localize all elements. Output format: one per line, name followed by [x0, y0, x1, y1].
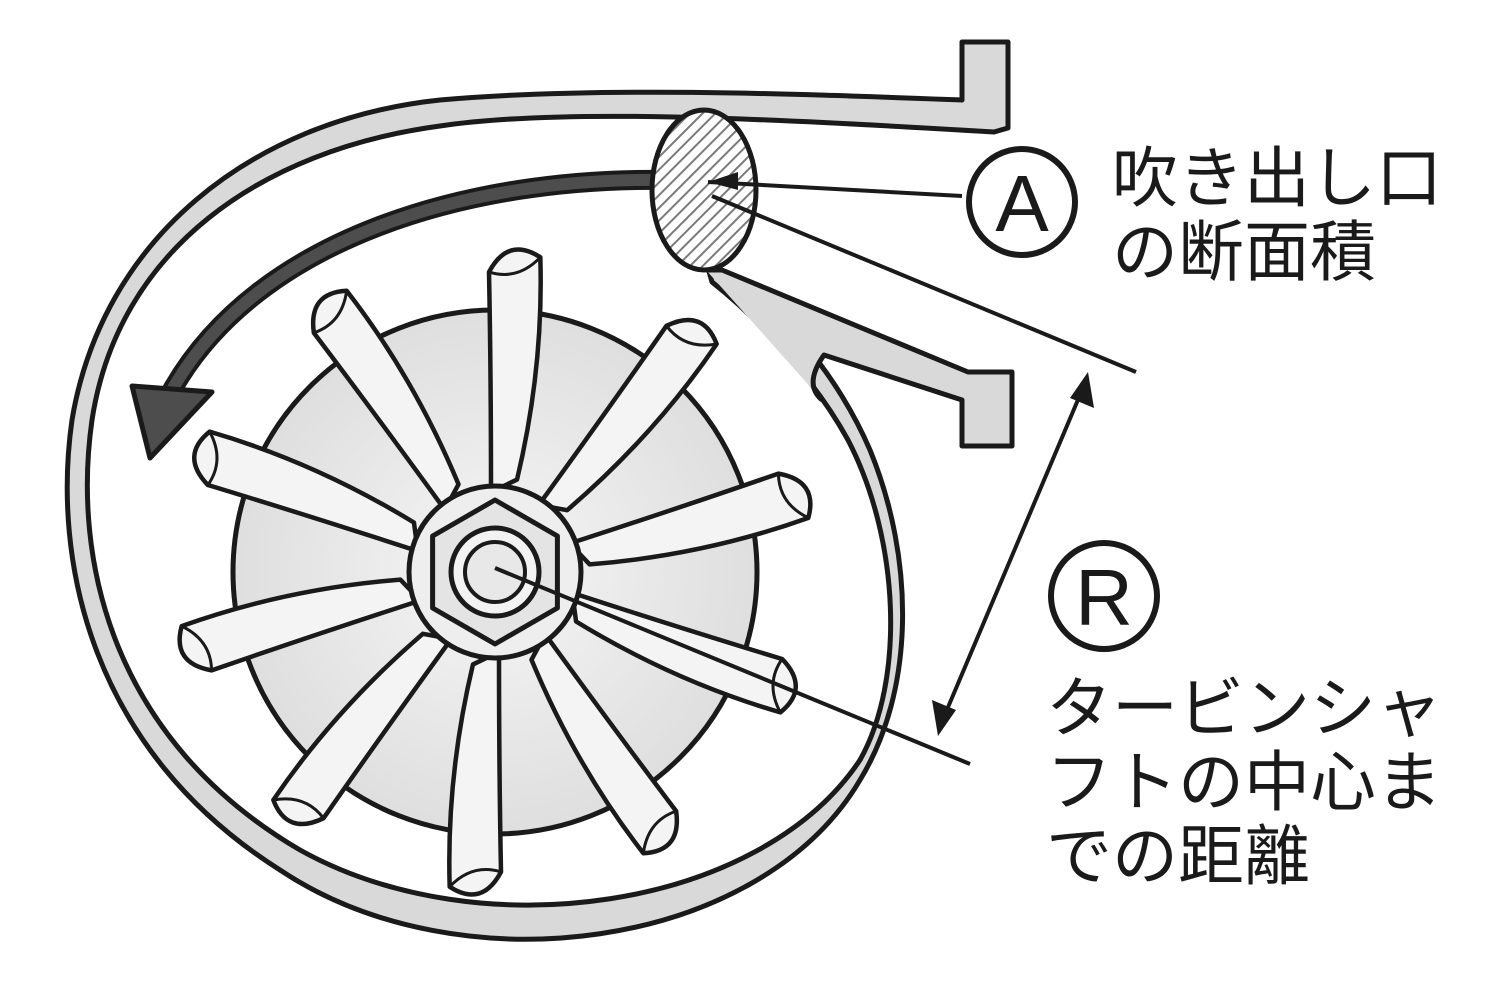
- blade-tip-curl: [180, 624, 214, 671]
- radius-extension-top: [711, 194, 1137, 374]
- blade-tip-curl: [313, 290, 349, 335]
- turbine-blade: [177, 577, 423, 673]
- turbine-housing-casing: [64, 39, 1011, 942]
- turbine-wheel-icon: [177, 247, 813, 897]
- turbine-blade: [567, 471, 813, 567]
- turbine-blade: [529, 632, 680, 856]
- radius-label-line-2: フトの中心ま: [1046, 744, 1442, 821]
- radius-extension-center: [494, 566, 971, 766]
- turbine-blade: [486, 247, 543, 495]
- radius-label-line-1: タービンシャ: [1046, 670, 1442, 747]
- blade-tip-curl: [488, 256, 542, 276]
- area-marker: A: [966, 146, 1078, 258]
- turbine-blade: [536, 317, 719, 513]
- radius-dimension-arrow: [944, 394, 1082, 713]
- radius-marker: R: [1048, 540, 1160, 652]
- radius-label-line-3: での距離: [1046, 818, 1310, 895]
- area-label-line-1: 吹き出し口: [1112, 140, 1442, 217]
- blade-tip-curl: [665, 324, 717, 347]
- nozzle-cross-section: [649, 107, 759, 273]
- flow-arrow-head: [129, 383, 215, 461]
- area-label-line-2: の断面積: [1112, 214, 1376, 291]
- blade-tip-curl: [206, 430, 219, 486]
- blade-tip-curl: [448, 868, 502, 888]
- turbine-blade: [271, 631, 454, 827]
- blade-tip-curl: [776, 473, 810, 520]
- radius-label: タービンシャ フトの中心ま での距離: [1046, 672, 1442, 894]
- area-leader-line: [707, 180, 963, 198]
- area-marker-letter: A: [995, 159, 1049, 248]
- shaft-center: [463, 540, 527, 604]
- turbine-blade: [192, 429, 421, 554]
- outlet-lower-flange: [706, 267, 1015, 449]
- blade-tip-curl: [641, 809, 677, 854]
- blade-tip-curl: [273, 797, 325, 820]
- turbine-blade: [310, 288, 461, 512]
- radius-marker-letter: R: [1075, 553, 1133, 642]
- area-label: 吹き出し口 の断面積: [1112, 142, 1442, 290]
- turbine-blade: [447, 649, 504, 897]
